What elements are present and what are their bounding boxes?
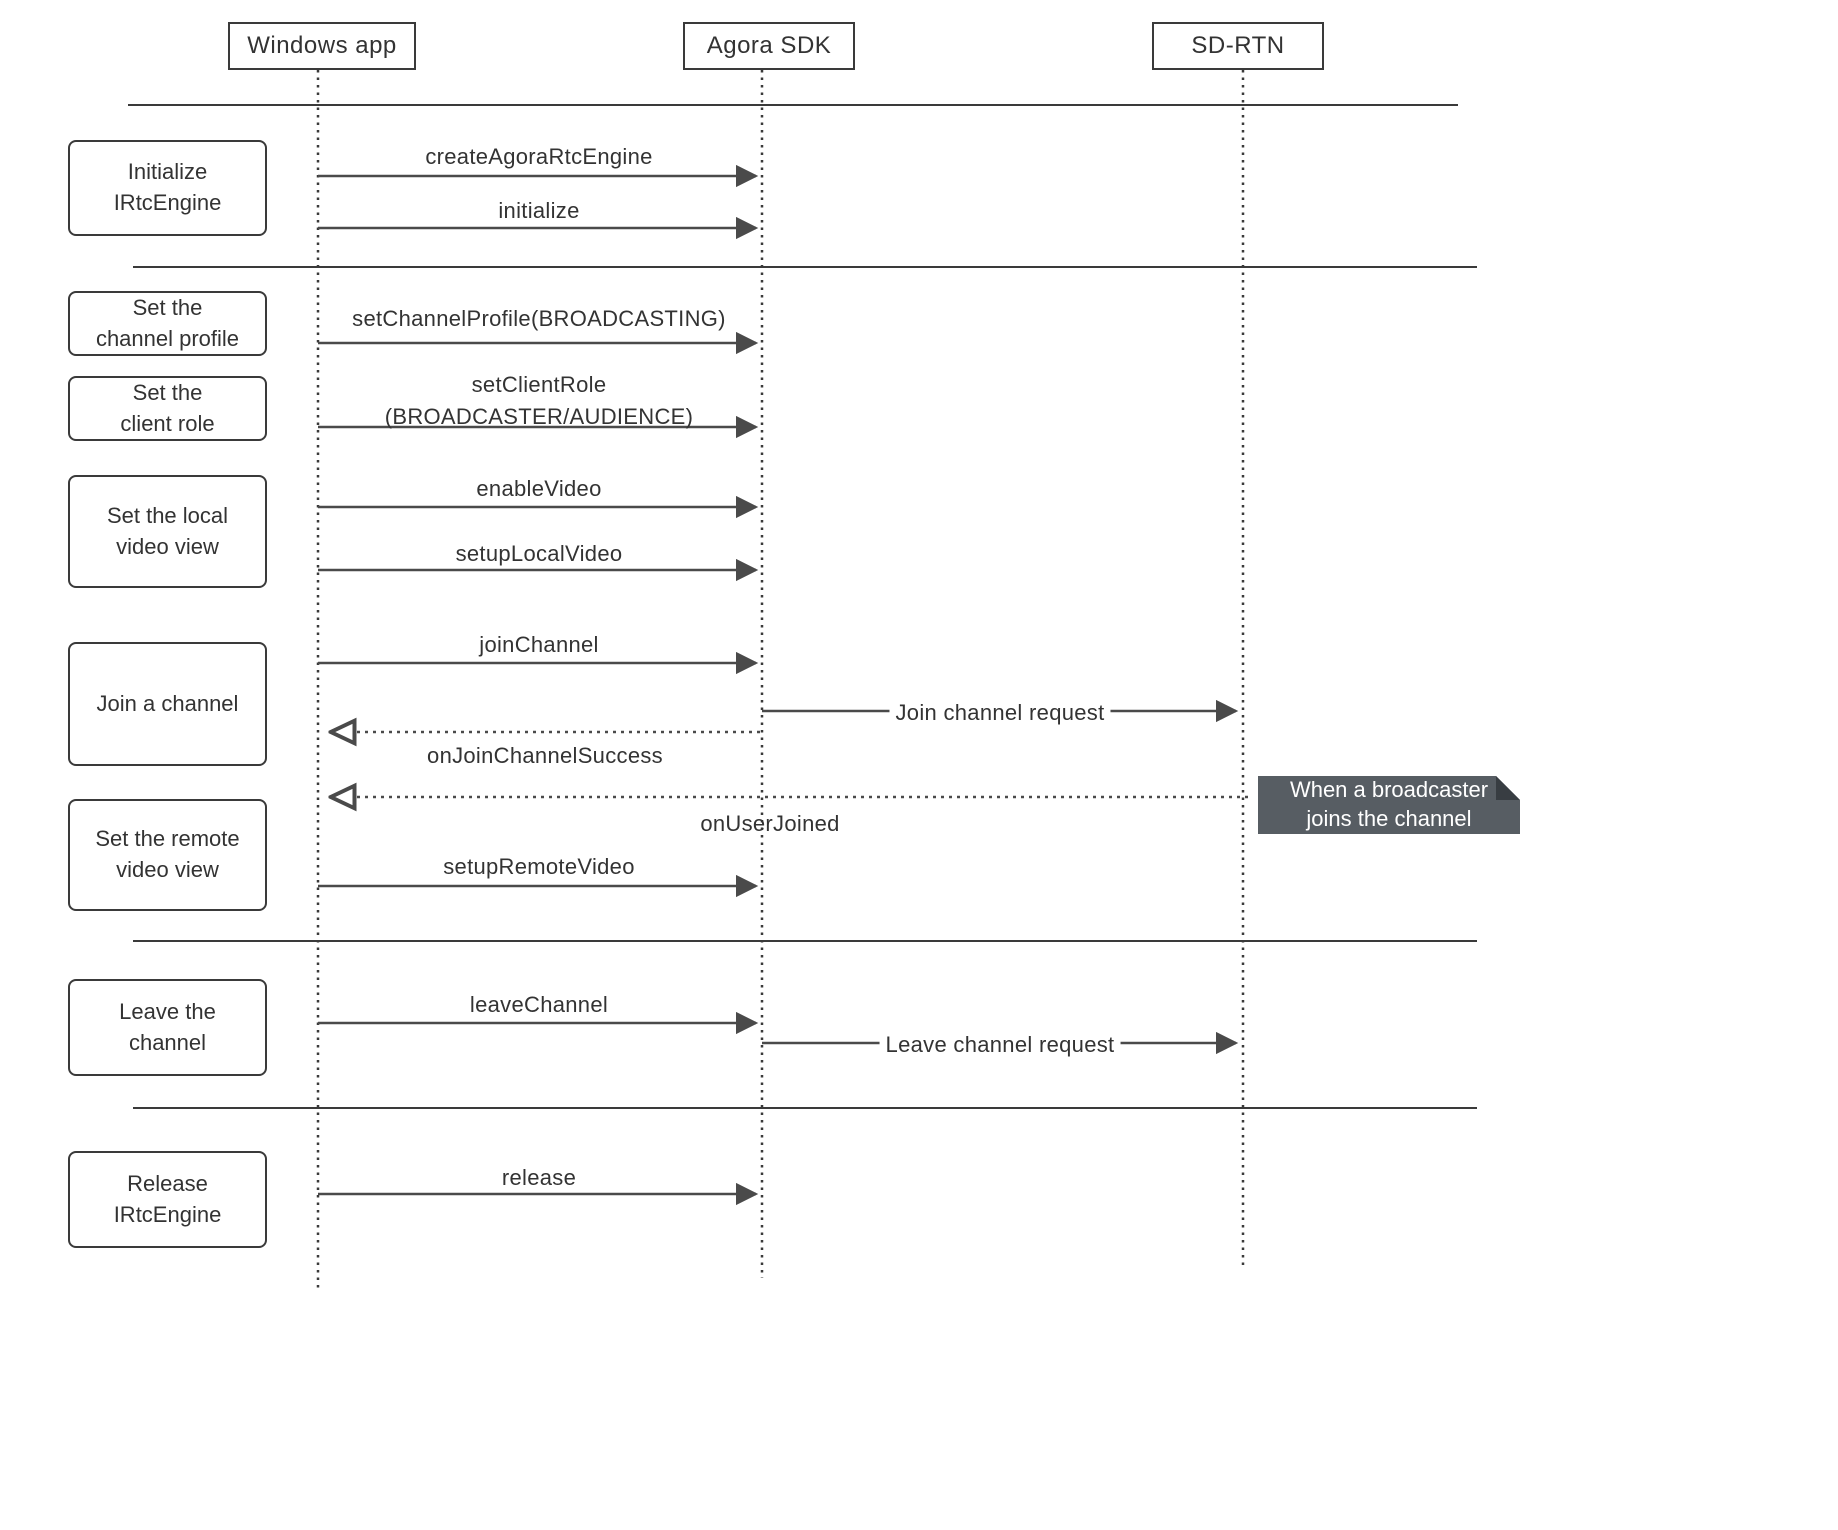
label-create-agora-rtc-engine: createAgoraRtcEngine (425, 144, 653, 169)
label-set-client-role: setClientRole (BROADCASTER/AUDIENCE) (384, 372, 694, 429)
label-leave-channel: leaveChannel (469, 992, 609, 1017)
broadcaster-note-text: When a broadcaster joins the channel (1289, 777, 1489, 831)
actor-sd-rtn: SD-RTN (1152, 22, 1324, 70)
actor-agora-sdk: Agora SDK (683, 22, 855, 70)
broadcaster-note-background (1258, 776, 1520, 834)
phase-set-client-role: Set the client role (68, 376, 267, 441)
phase-leave-the-channel: Leave the channel (68, 979, 267, 1076)
broadcaster-note: When a broadcaster joins the channel (1258, 776, 1520, 834)
phase-set-channel-profile: Set the channel profile (68, 291, 267, 356)
phase-release-irtcengine: Release IRtcEngine (68, 1151, 267, 1248)
label-on-join-channel-success: onJoinChannelSuccess (427, 743, 663, 768)
label-join-channel: joinChannel (479, 632, 599, 657)
phase-join-a-channel: Join a channel (68, 642, 267, 766)
phase-set-remote-video-view: Set the remote video view (68, 799, 267, 911)
phase-initialize-irtcengine: Initialize IRtcEngine (68, 140, 267, 236)
label-setup-local-video: setupLocalVideo (455, 541, 623, 566)
actor-windows-app-label: Windows app (247, 32, 397, 59)
actor-agora-sdk-label: Agora SDK (706, 32, 832, 59)
actor-sd-rtn-label: SD-RTN (1191, 32, 1285, 59)
label-set-channel-profile: setChannelProfile(BROADCASTING) (352, 306, 726, 331)
label-initialize: initialize (498, 198, 580, 223)
label-release: release (501, 1165, 577, 1190)
phase-set-local-video-view: Set the local video view (68, 475, 267, 588)
label-join-channel-request: Join channel request (889, 697, 1111, 729)
actor-windows-app: Windows app (228, 22, 416, 70)
label-on-user-joined: onUserJoined (700, 811, 840, 836)
label-setup-remote-video: setupRemoteVideo (443, 854, 635, 879)
label-leave-channel-request: Leave channel request (879, 1029, 1121, 1061)
note-folded-corner (1496, 776, 1520, 800)
label-enable-video: enableVideo (476, 476, 602, 501)
